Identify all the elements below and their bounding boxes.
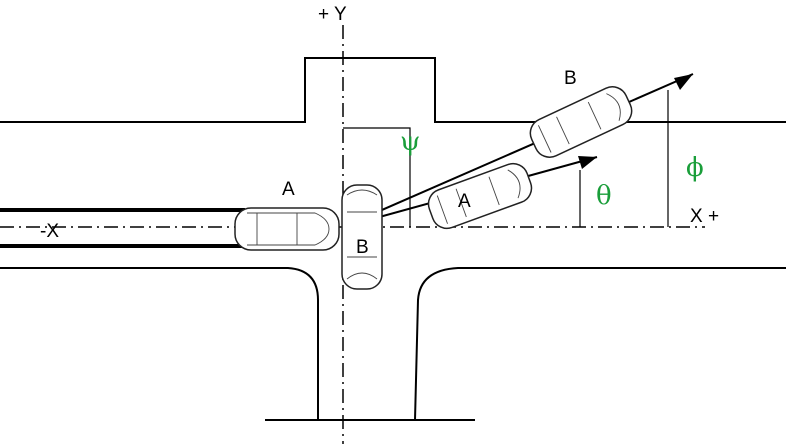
car-a-start-label: A [282,179,295,200]
car-b-end [529,86,633,158]
plus-x-label: X + [690,206,719,227]
theta-label: θ [596,181,612,211]
car-b-start-label: B [356,237,369,258]
minus-x-label: -X [40,221,59,242]
road-edges [0,57,786,421]
psi-label: ψ [400,127,420,157]
plus-y-label: + Y [318,4,347,25]
car-a-end [427,162,533,230]
car-b-end-label: B [564,68,577,89]
car-b-start [341,184,383,290]
phi-label: ϕ [686,153,704,183]
car-a-start [234,207,340,251]
car-a-end-label: A [458,191,471,212]
